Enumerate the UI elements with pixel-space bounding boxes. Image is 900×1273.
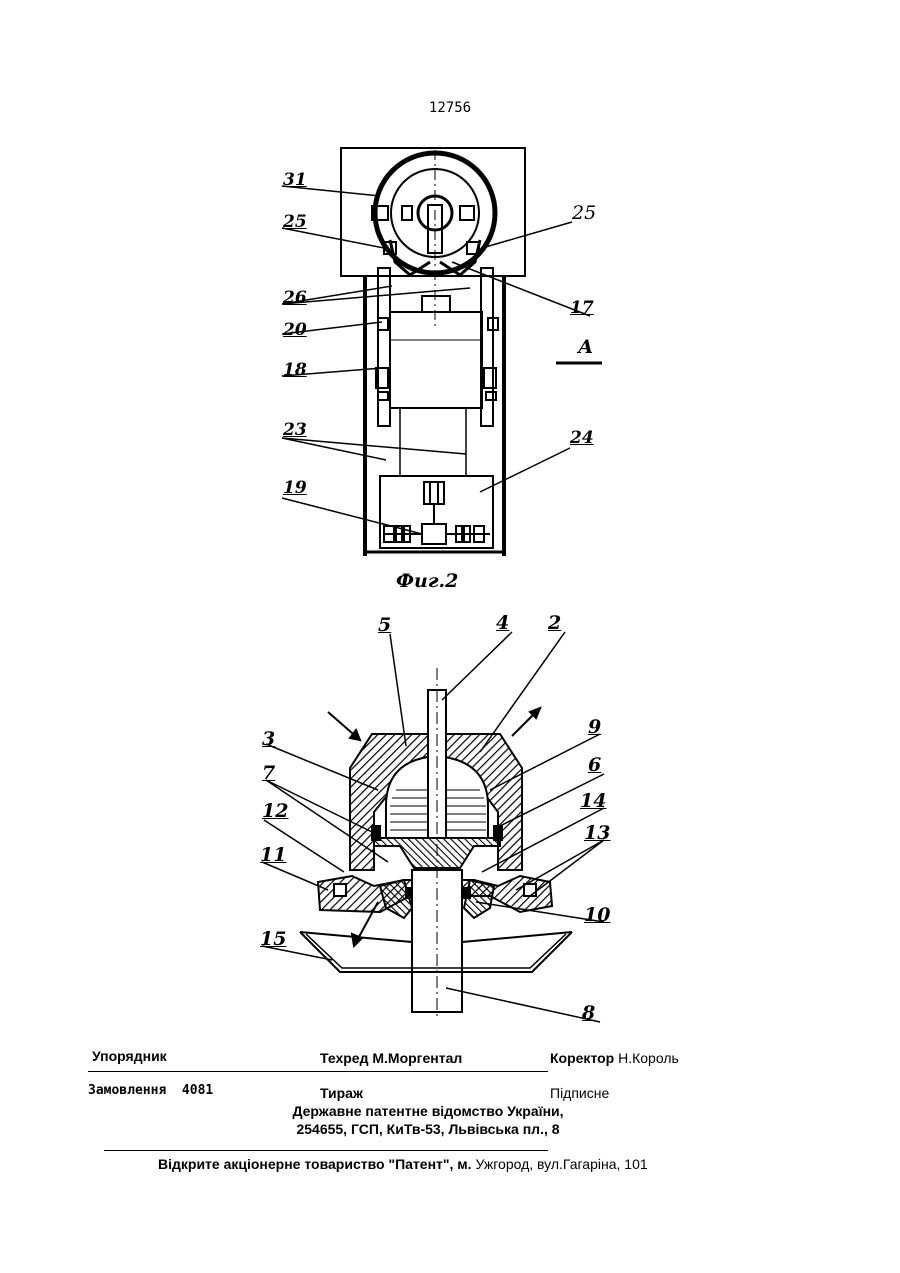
fig2-label-23: 23 [283,420,307,440]
footer-printer-address: Ужгород, вул.Гагаріна, 101 [475,1156,647,1172]
footer-printer-name: Відкрите акціонерне товариство "Патент",… [158,1156,472,1172]
footer-corrector-name: Н.Король [618,1050,679,1066]
fig3-label-3: 3 [262,728,275,750]
fig3-label-12: 12 [262,800,288,822]
fig3-label-15: 15 [260,928,286,950]
fig3-label-8: 8 [582,1002,595,1024]
fig3-label-2: 2 [548,612,561,634]
fig2-label-19: 19 [283,478,307,498]
fig3-label-11: 11 [260,844,286,866]
footer-printer: Відкрите акціонерне товариство "Патент",… [158,1156,648,1172]
fig3-label-5: 5 [378,614,391,636]
fig3-label-6: 6 [588,754,601,776]
fig2-label-20: 20 [283,320,307,340]
fig2-label-18: 18 [283,360,307,380]
fig3-label-10: 10 [584,904,610,926]
fig3-label-9: 9 [588,716,601,738]
fig3-label-13: 13 [584,822,610,844]
footer-corrector-label: Коректор [550,1050,614,1066]
footer-divider-top [88,1071,548,1072]
fig2-label-24: 24 [570,428,594,448]
footer-office-line2: 254655, ГСП, КиТв-53, Львівська пл., 8 [0,1121,856,1137]
fig2-label-A: А [578,336,593,358]
footer-compiler-label: Упорядник [92,1048,167,1064]
footer-corrector: Коректор Н.Король [550,1050,679,1066]
footer-divider-bottom [104,1150,548,1151]
footer-techred: Техред М.Моргентал [320,1050,462,1066]
fig3-label-14: 14 [580,790,606,812]
fig3-label-4: 4 [496,612,509,634]
fig2-label-31: 31 [283,170,307,190]
fig2-label-25-left: 25 [283,212,307,232]
fig2-label-26: 26 [283,288,307,308]
footer-office-line1: Державне патентне відомство України, [0,1103,856,1119]
footer-subscription: Підписне [550,1085,609,1101]
fig2-caption: Фиг.2 [396,570,458,592]
fig3-label-7: 7 [262,762,275,784]
footer-order: Замовлення 4081 [88,1083,213,1098]
footer-circulation: Тираж [320,1085,363,1101]
fig2-label-17: 17 [570,298,594,318]
fig2-label-25-right: 25 [572,202,596,224]
